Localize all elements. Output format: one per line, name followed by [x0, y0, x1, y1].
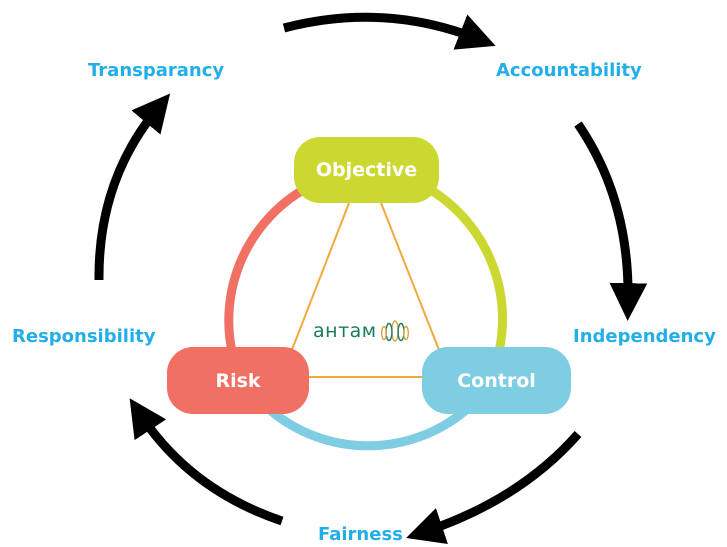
arrow-responsibility-to-transparancy [94, 93, 171, 281]
arrow-accountability-to-independency [574, 121, 648, 321]
risk-node: Risk [167, 347, 309, 414]
leaf-emblem-icon [380, 320, 409, 342]
control-node: Control [422, 347, 571, 414]
inner-ring [224, 182, 508, 451]
logo-text: антам [313, 320, 377, 342]
label-fairness: Fairness [318, 524, 403, 545]
cycle-arrows [94, 12, 648, 544]
label-responsibility: Responsibility [12, 326, 156, 347]
control-label: Control [457, 369, 536, 392]
objective-label: Objective [315, 159, 418, 181]
label-accountability: Accountability [496, 60, 642, 81]
arrow-independency-to-fairness [406, 431, 582, 544]
arrow-transparancy-to-accountability [282, 12, 496, 50]
antam-logo: антам [313, 318, 410, 344]
risk-label: Risk [215, 369, 261, 392]
ring-segment-objective-control [421, 182, 508, 358]
objective-node: Objective [294, 137, 439, 203]
inner-triangle [287, 202, 444, 378]
arrow-fairness-to-responsibility [129, 398, 284, 526]
label-independency: Independency [573, 326, 716, 347]
label-transparancy: Transparancy [88, 60, 225, 81]
ring-segment-risk-objective [224, 182, 313, 358]
ring-segment-control-risk [267, 406, 469, 451]
